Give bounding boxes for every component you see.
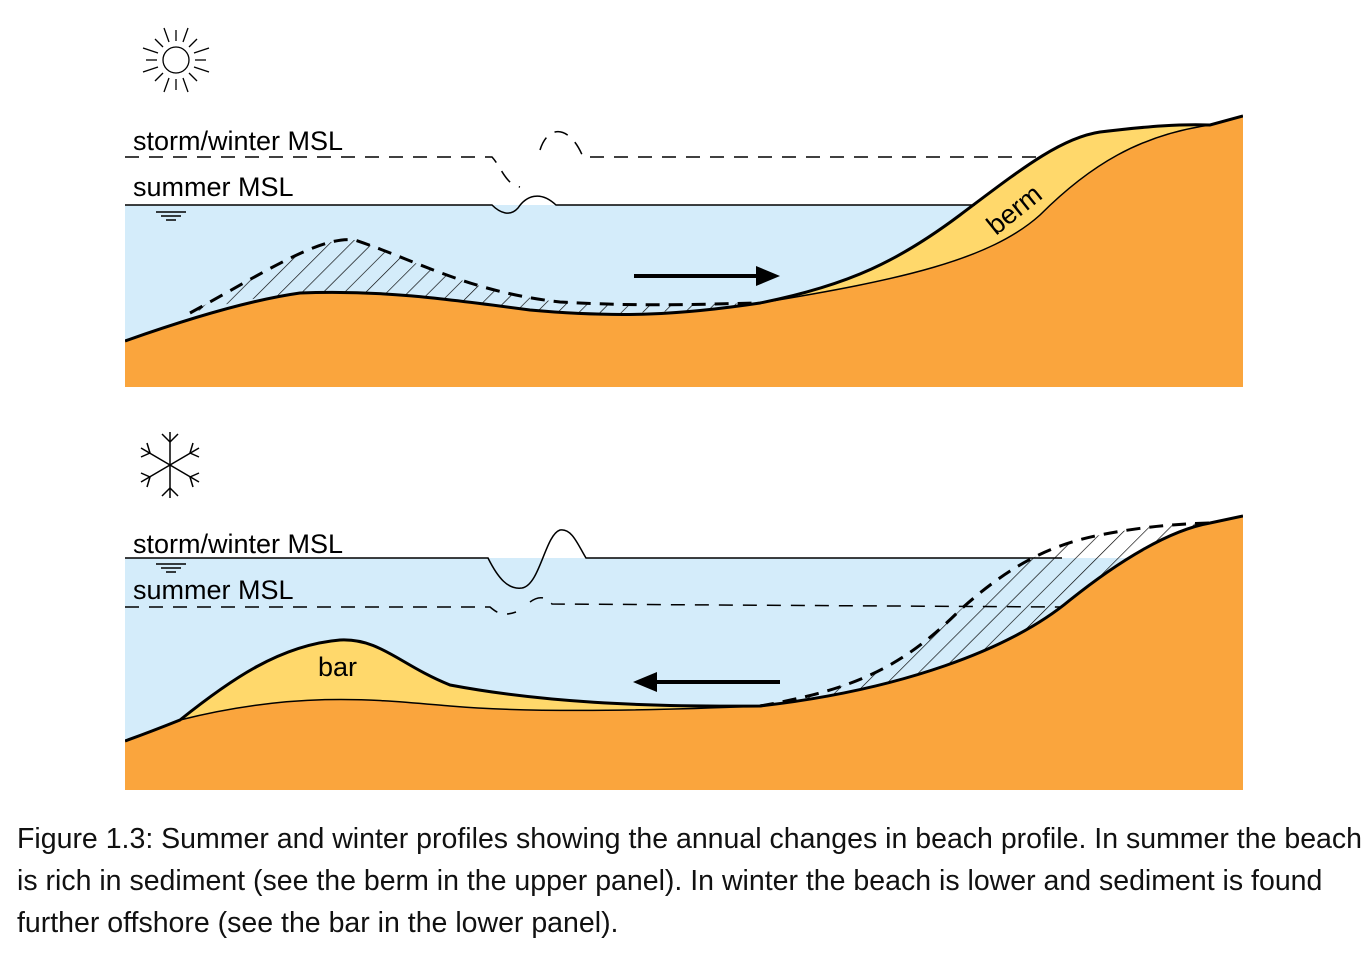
- winter-sand: [125, 516, 1243, 790]
- winter-panel-storm-msl-label: storm/winter MSL: [133, 529, 343, 559]
- winter-water-level-symbol: [156, 563, 186, 573]
- summer-transport-arrow: [634, 266, 780, 286]
- winter-hatched-zone: [760, 523, 1210, 706]
- summer-panel: storm/winter MSL summer MSL berm: [125, 27, 1243, 387]
- winter-panel: storm/winter MSL summer MSL bar: [125, 432, 1243, 790]
- summer-hatched-zone: [190, 239, 760, 314]
- bar-label: bar: [318, 652, 357, 682]
- figure-caption: Figure 1.3: Summer and winter profiles s…: [17, 823, 1362, 939]
- summer-winter-profile-dashed: [189, 238, 761, 315]
- winter-panel-summer-msl-label: summer MSL: [133, 575, 294, 605]
- berm-sediment: [760, 124, 1210, 303]
- bar-sediment: [180, 639, 760, 720]
- beach-profile-figure: storm/winter MSL summer MSL berm: [125, 27, 1243, 790]
- summer-panel-summer-msl-label: summer MSL: [133, 172, 294, 202]
- summer-sand: [125, 116, 1243, 387]
- snowflake-icon: [140, 432, 200, 498]
- winter-transport-arrow: [633, 672, 780, 692]
- sun-icon: [142, 27, 210, 93]
- summer-panel-storm-msl-label: storm/winter MSL: [133, 126, 343, 156]
- summer-water-level-symbol: [156, 211, 186, 221]
- winter-summer-profile-dashed: [759, 521, 1211, 708]
